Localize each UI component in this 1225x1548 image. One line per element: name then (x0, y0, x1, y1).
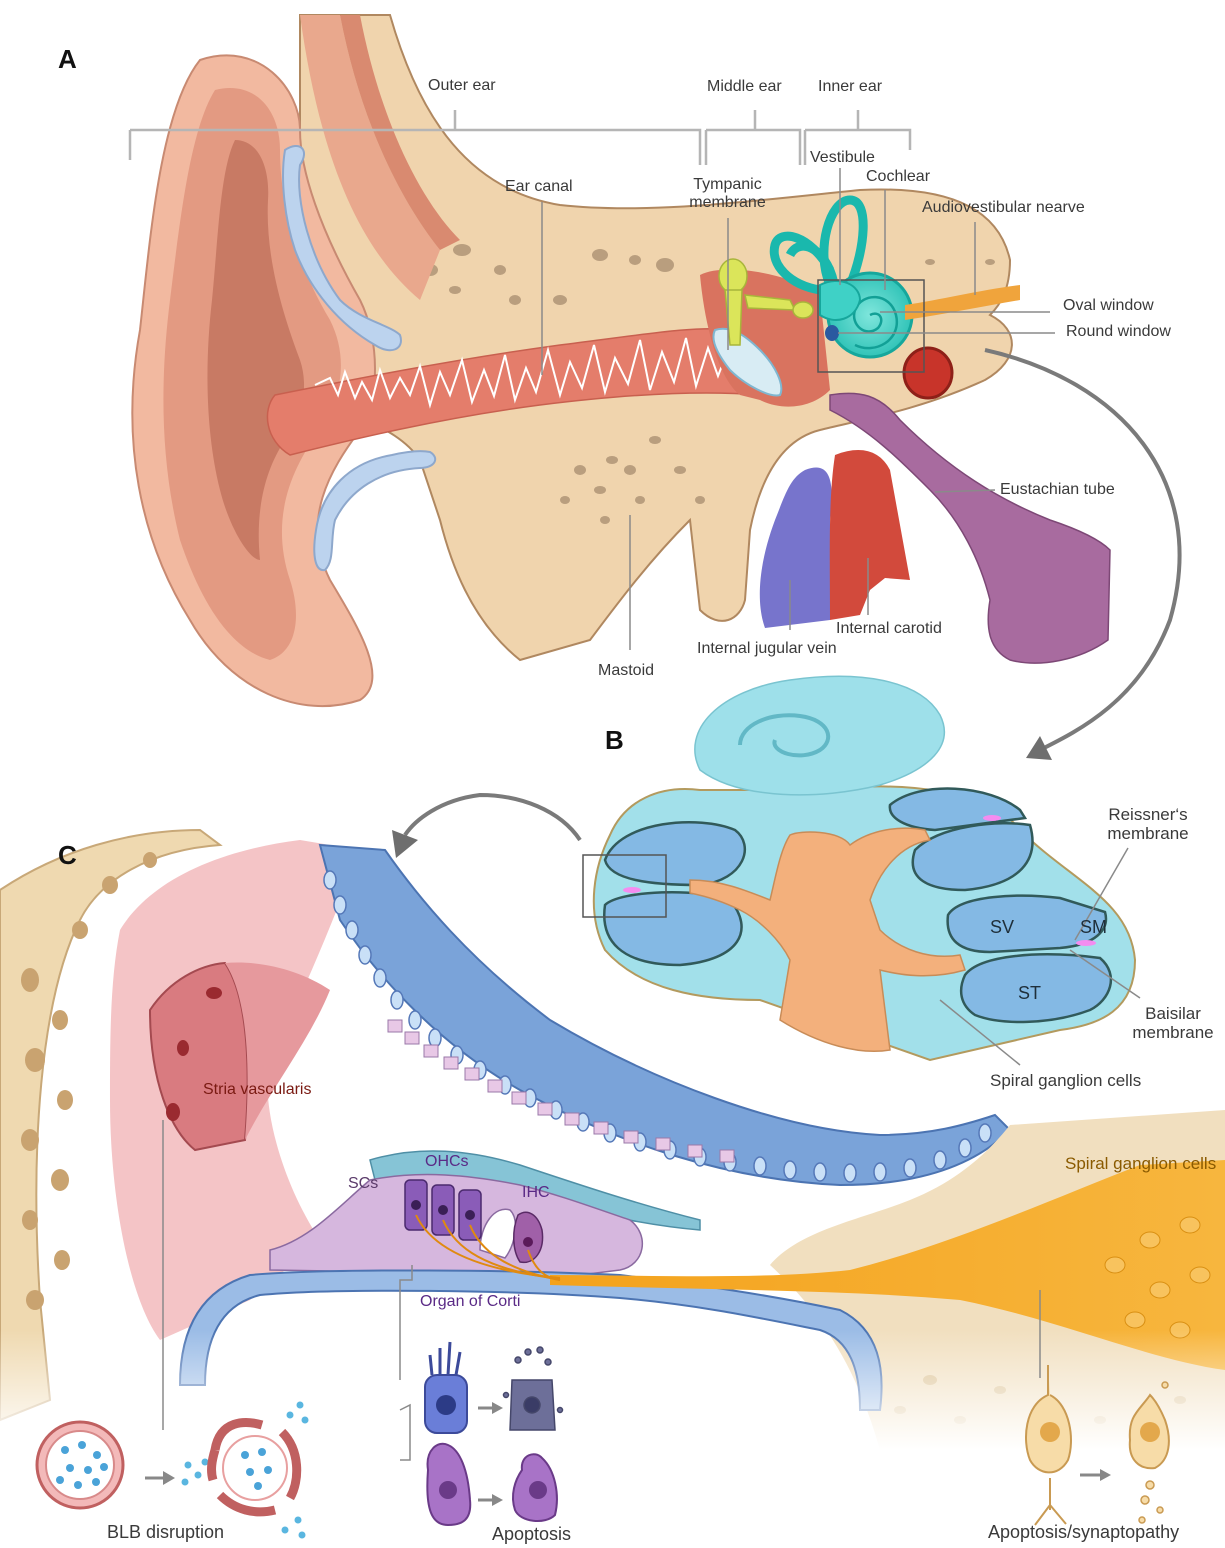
label-cochlear: Cochlear (866, 168, 930, 186)
label-stria-vascularis: Stria vascularis (203, 1081, 311, 1099)
blb-intact-vessel (37, 1422, 123, 1508)
label-apoptosis: Apoptosis (492, 1525, 571, 1545)
arrow-b-to-c (405, 795, 580, 840)
label-tympanic-membrane-line-1: Tympanic (680, 176, 775, 194)
label-audiovestibular-nerve: Audiovestibular nearve (922, 199, 1085, 217)
label-apoptosis-synaptopathy: Apoptosis/synaptopathy (988, 1523, 1179, 1543)
label-tympanic-membrane-line-2: membrane (680, 194, 775, 212)
label-basilar-membrane: Baisilar membrane (1118, 1005, 1225, 1042)
label-st: ST (1018, 984, 1041, 1004)
round-window-icon (825, 325, 839, 341)
label-inner-ear: Inner ear (818, 78, 882, 96)
label-ohcs: OHCs (425, 1153, 469, 1171)
label-vestibule: Vestibule (810, 149, 875, 167)
label-blb-disruption: BLB disruption (107, 1523, 224, 1543)
label-reissners-membrane-line-2: membrane (1098, 825, 1198, 844)
label-eustachian-tube: Eustachian tube (1000, 481, 1115, 499)
label-spiral-ganglion-cells-b: Spiral ganglion cells (990, 1072, 1141, 1091)
label-basilar-membrane-line-1: Baisilar (1118, 1005, 1225, 1024)
label-organ-of-corti: Organ of Corti (420, 1293, 520, 1311)
panel-label-b: B (605, 725, 624, 756)
label-reissners-membrane-line-1: Reissner‘s (1098, 806, 1198, 825)
label-oval-window: Oval window (1063, 297, 1154, 315)
carotid-canal (904, 348, 952, 398)
label-sm: SM (1080, 918, 1107, 938)
label-sv: SV (990, 918, 1014, 938)
label-outer-ear: Outer ear (428, 77, 496, 95)
label-ihc: IHC (522, 1184, 550, 1202)
label-internal-jugular-vein: Internal jugular vein (697, 640, 837, 658)
label-internal-carotid: Internal carotid (836, 620, 942, 638)
label-scs: SCs (348, 1175, 378, 1193)
label-round-window: Round window (1066, 323, 1171, 341)
internal-jugular-vein (760, 467, 832, 628)
label-mastoid: Mastoid (598, 662, 654, 680)
label-tympanic-membrane: Tympanic membrane (680, 176, 775, 211)
label-ear-canal: Ear canal (505, 178, 573, 196)
internal-carotid-artery (830, 450, 910, 620)
panel-a-ear-cross-section (130, 15, 1180, 760)
panel-label-a: A (58, 44, 77, 75)
label-basilar-membrane-line-2: membrane (1118, 1024, 1225, 1043)
panel-label-c: C (58, 840, 77, 871)
cochlea-apex (695, 676, 944, 795)
label-middle-ear: Middle ear (707, 78, 782, 96)
label-reissners-membrane: Reissner‘s membrane (1098, 806, 1198, 843)
label-spiral-ganglion-cells-c: Spiral ganglion cells (1065, 1155, 1216, 1174)
